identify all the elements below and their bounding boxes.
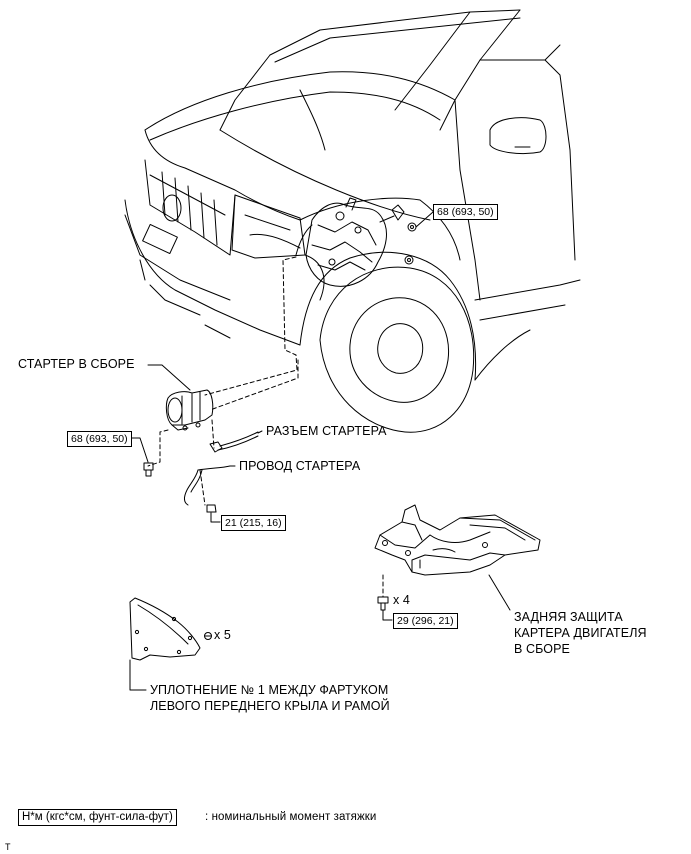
label-seal-2: ЛЕВОГО ПЕРЕДНЕГО КРЫЛА И РАМОЙ (150, 699, 390, 713)
qty-guard-bolts: x 4 (393, 593, 410, 607)
torque-starter-bolt: 68 (693, 50) (67, 431, 132, 447)
label-rear-guard-1: ЗАДНЯЯ ЗАЩИТА (514, 610, 623, 624)
leader-lines (127, 364, 511, 691)
vehicle-drawing (124, 9, 581, 433)
torque-wire-nut: 21 (215, 16) (221, 515, 286, 531)
starter-drawing (165, 389, 214, 431)
installation-guides (147, 256, 384, 598)
torque-guard-bolt: 29 (296, 21) (393, 613, 458, 629)
starter-bolt-drawing (143, 462, 154, 477)
legend-units: Н*м (кгс*см, фунт-сила-фут) (18, 809, 177, 826)
label-rear-guard-2: КАРТЕРА ДВИГАТЕЛЯ (514, 626, 647, 640)
starter-wire-drawing (184, 465, 231, 513)
label-rear-guard-3: В СБОРЕ (514, 642, 570, 656)
engine-bay (295, 197, 405, 287)
corner-mark: T (5, 842, 11, 852)
rear-guard-drawing (374, 504, 541, 576)
label-starter-connector: РАЗЪЕМ СТАРТЕРА (266, 424, 387, 438)
legend-description: : номинальный момент затяжки (205, 811, 377, 823)
label-starter-wire: ПРОВОД СТАРТЕРА (239, 459, 361, 473)
clip-drawing (204, 632, 212, 640)
label-seal-1: УПЛОТНЕНИЕ № 1 МЕЖДУ ФАРТУКОМ (150, 683, 389, 697)
label-starter-assembly: СТАРТЕР В СБОРЕ (18, 357, 135, 371)
seal-drawing (129, 597, 201, 661)
torque-fender-bolt: 68 (693, 50) (433, 204, 498, 220)
starter-connector-drawing (209, 431, 259, 453)
qty-clips: x 5 (214, 628, 231, 642)
guard-bolt-drawing (377, 596, 389, 611)
